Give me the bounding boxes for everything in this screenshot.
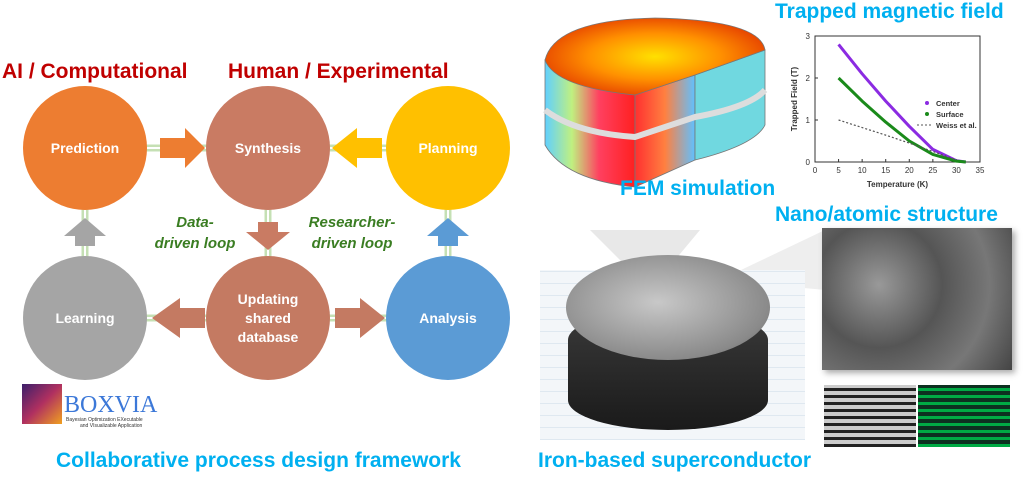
legend-marker (925, 101, 929, 105)
fem-simulation-image (543, 17, 768, 188)
node-analysis: Analysis (386, 256, 510, 380)
x-tick-label: 30 (952, 166, 961, 175)
node-database: Updating shared database (206, 256, 330, 380)
loop-line: driven loop (311, 235, 393, 252)
plot-frame (814, 35, 981, 163)
node-label: Analysis (419, 310, 477, 326)
node-synthesis: Synthesis (206, 86, 330, 210)
legend-label: Center (936, 99, 960, 108)
boxvia-logo-text: BOXVIA (64, 392, 158, 418)
y-tick-label: 1 (806, 116, 811, 125)
node-learning: Learning (23, 256, 147, 380)
y-tick-label: 0 (806, 158, 811, 167)
loop-line: Data- (176, 214, 214, 231)
atomic-image-gray (824, 385, 916, 447)
arrow-planning-to-synthesis (332, 128, 382, 168)
x-tick-label: 35 (976, 166, 985, 175)
arrow-synthesis-to-database (246, 222, 290, 250)
tagline-line: Bayesian Optimization EXecutable (66, 417, 143, 423)
arrow-learning-to-prediction (64, 218, 106, 246)
x-tick-label: 15 (881, 166, 890, 175)
loop-line: Researcher- (308, 214, 396, 231)
fem-simulation-label: FEM simulation (620, 177, 776, 200)
arrow-analysis-to-planning (427, 218, 469, 246)
y-tick-label: 2 (806, 74, 811, 83)
series-line-surface (837, 76, 966, 164)
loop-line: driven loop (154, 235, 236, 252)
arrow-database-to-analysis (335, 298, 385, 338)
tagline-line: and VIsualizable Application (80, 423, 143, 429)
arrow-prediction-to-synthesis (160, 128, 205, 168)
nano-structure-label: Nano/atomic structure (775, 203, 998, 226)
researcher-driven-loop-label: Researcher-driven loop (292, 212, 412, 254)
x-tick-label: 10 (858, 166, 867, 175)
node-planning: Planning (386, 86, 510, 210)
node-label: Synthesis (234, 140, 302, 156)
heading-human-experimental: Human / Experimental (228, 60, 449, 83)
superconductor-caption: Iron-based superconductor (538, 449, 812, 472)
y-axis-label: Trapped Field (T) (790, 66, 799, 131)
node-label: Updating shared database (237, 290, 299, 345)
boxvia-logo-cube (22, 384, 62, 424)
heading-ai-computational: AI / Computational (2, 60, 188, 83)
legend-label: Surface (936, 110, 964, 119)
x-tick-label: 5 (836, 166, 841, 175)
arrow-database-to-learning (152, 298, 205, 338)
data-driven-loop-label: Data-driven loop (140, 212, 250, 254)
node-label: Prediction (50, 140, 120, 156)
node-label: Planning (418, 140, 478, 156)
node-label: Learning (55, 310, 115, 326)
x-axis-label: Temperature (K) (867, 180, 929, 189)
trapped-field-label: Trapped magnetic field (775, 0, 1004, 23)
x-tick-label: 25 (928, 166, 937, 175)
x-tick-label: 20 (905, 166, 914, 175)
x-tick-label: 0 (813, 166, 818, 175)
legend-label: Weiss et al. (936, 121, 977, 130)
nano-structure-image (822, 228, 1012, 370)
legend-marker (925, 112, 929, 116)
framework-caption: Collaborative process design framework (56, 449, 461, 472)
superconductor-disk-top (566, 255, 770, 360)
series-line-weiss-et-al- (838, 119, 957, 161)
node-prediction: Prediction (23, 86, 147, 210)
atomic-image-green (918, 385, 1010, 447)
y-tick-label: 3 (806, 32, 811, 41)
